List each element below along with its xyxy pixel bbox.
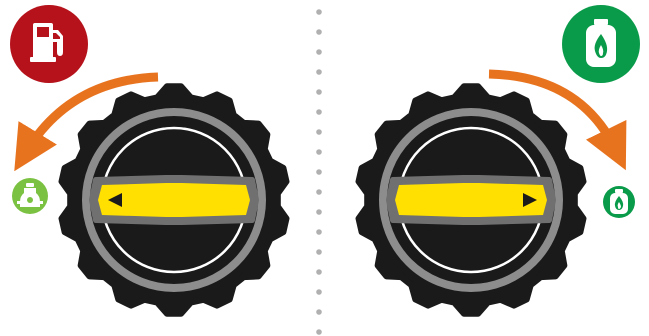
selector-knob-left[interactable] — [62, 86, 287, 314]
gas-cylinder-badge — [562, 5, 640, 83]
divider-dot — [316, 229, 322, 235]
divider-dot — [316, 209, 322, 215]
vertical-dotted-divider — [316, 9, 322, 335]
gas-cylinder-icon — [586, 19, 616, 67]
divider-dot — [316, 249, 322, 255]
gas-cylinder-icon — [603, 186, 635, 218]
divider-dot — [316, 89, 322, 95]
lpg-cylinder-icon — [12, 178, 48, 214]
divider-dot — [316, 149, 322, 155]
divider-dot — [316, 189, 322, 195]
divider-dot — [316, 49, 322, 55]
left-panel — [10, 5, 286, 314]
right-panel — [359, 5, 640, 314]
divider-dot — [316, 269, 322, 275]
divider-dot — [316, 329, 322, 335]
divider-dot — [316, 9, 322, 15]
divider-dot — [316, 109, 322, 115]
divider-dot — [316, 129, 322, 135]
divider-dot — [316, 169, 322, 175]
divider-dot — [316, 289, 322, 295]
fuel-pump-badge — [10, 5, 88, 83]
selector-knob-right[interactable] — [359, 86, 584, 314]
divider-dot — [316, 69, 322, 75]
divider-dot — [316, 29, 322, 35]
divider-dot — [316, 309, 322, 315]
